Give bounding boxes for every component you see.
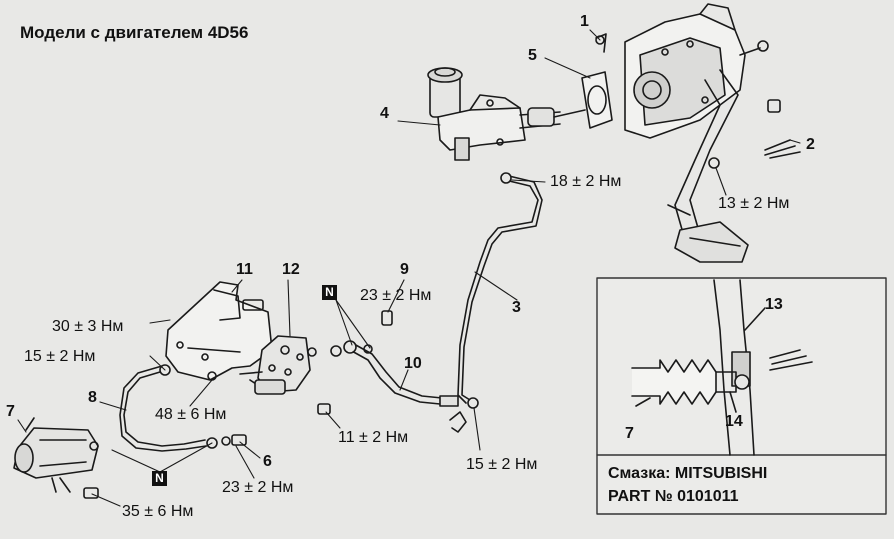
torque-18: 18 ± 2 Нм <box>550 173 622 190</box>
callout-8: 8 <box>88 389 97 406</box>
callout-11: 11 <box>236 261 253 278</box>
callout-6: 6 <box>263 453 272 470</box>
callout-14: 14 <box>725 413 743 430</box>
callout-3: 3 <box>512 299 521 316</box>
callout-2: 2 <box>806 136 815 153</box>
callout-7: 7 <box>6 403 15 420</box>
pedal-bracket <box>624 3 769 139</box>
torque-35: 35 ± 6 Нм <box>122 503 194 520</box>
torque-30: 30 ± 3 Нм <box>52 318 124 335</box>
pipe-8 <box>119 364 247 452</box>
union-12 <box>207 335 331 415</box>
pipe-3 <box>449 172 543 433</box>
callout-1: 1 <box>580 13 589 30</box>
replace-part-badge: N <box>322 285 337 300</box>
callout-4: 4 <box>380 105 389 122</box>
torque-15-right: 15 ± 2 Нм <box>466 456 538 473</box>
lubricant-note-line2: PART № 0101011 <box>608 488 739 505</box>
callout-12: 12 <box>282 261 300 278</box>
diagram-title: Модели с двигателем 4D56 <box>20 23 249 42</box>
callout-5: 5 <box>528 47 537 64</box>
callout-9: 9 <box>400 261 409 278</box>
part-1-pin <box>595 33 607 53</box>
torque-23-upper: 23 ± 2 Нм <box>360 287 432 304</box>
part-2-bushing <box>764 99 801 159</box>
torque-13: 13 ± 2 Нм <box>718 195 790 212</box>
callout-10: 10 <box>404 355 422 372</box>
torque-23-lower: 23 ± 2 Нм <box>222 479 294 496</box>
callout-13: 13 <box>765 296 783 313</box>
release-cylinder <box>13 417 99 499</box>
callout-7-inset: 7 <box>625 425 634 442</box>
lubricant-note-line1: Смазка: MITSUBISHI <box>608 465 768 482</box>
part-5-gasket <box>581 71 613 129</box>
leader-lines <box>17 29 801 507</box>
inset-box <box>596 277 887 515</box>
replace-part-badge: N <box>152 471 167 486</box>
bracket-11 <box>165 281 273 381</box>
master-cylinder <box>427 67 586 161</box>
torque-11: 11 ± 2 Нм <box>338 429 409 446</box>
torque-48: 48 ± 6 Нм <box>155 406 227 423</box>
clutch-pedal <box>667 69 749 263</box>
hose-10 <box>330 310 459 407</box>
torque-15-left: 15 ± 2 Нм <box>24 348 96 365</box>
